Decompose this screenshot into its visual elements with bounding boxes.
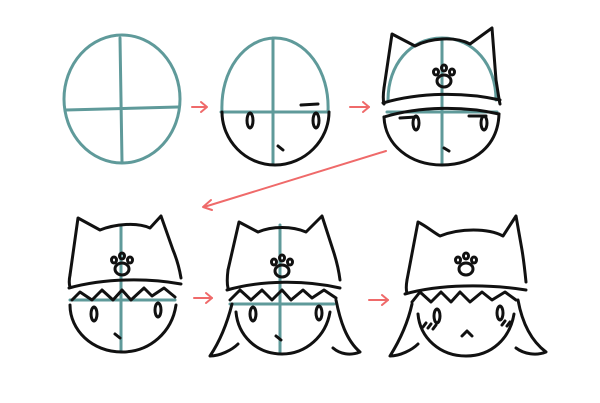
step-3-cat-hat	[381, 26, 502, 167]
arrow-step-3-to-4	[202, 150, 387, 211]
step-2-face-features	[219, 36, 331, 167]
step-1-guide-circle	[62, 33, 182, 165]
arrow-step-2-to-3	[349, 101, 370, 113]
right-hair-strand	[331, 298, 362, 356]
paw-print-icon	[110, 251, 134, 277]
left-hair-strand	[208, 302, 240, 358]
hat-with-ears	[382, 26, 502, 106]
hat-left-side	[67, 273, 72, 289]
bangs-zigzag	[228, 288, 338, 302]
bangs-zigzag	[70, 286, 177, 302]
hat-brim-top	[67, 278, 183, 290]
paw-print-icon	[454, 251, 478, 277]
vertical-guide-line	[118, 36, 124, 164]
mouth	[276, 144, 285, 152]
step-5-side-hair	[208, 214, 362, 358]
bangs-zigzag	[410, 290, 518, 304]
horizontal-guide-line	[64, 105, 180, 112]
left-eyebrow	[398, 115, 418, 120]
paw-print-icon	[432, 63, 456, 89]
arrow-step-1-to-2	[191, 101, 208, 113]
left-eye	[248, 305, 258, 323]
hat-brim-bottom	[382, 106, 501, 119]
right-blush-marks	[500, 319, 512, 328]
left-eye	[411, 114, 421, 132]
right-eye	[311, 111, 321, 130]
right-eye	[153, 301, 163, 319]
hat-left-side	[404, 278, 409, 295]
paw-print-icon	[270, 253, 294, 279]
jaw-outline	[416, 312, 516, 358]
hat-brim-top	[381, 92, 502, 105]
left-eye	[89, 305, 99, 323]
left-eye	[245, 111, 255, 130]
hat-with-ears	[405, 214, 528, 284]
jaw-outline	[382, 112, 501, 167]
head-guide-arc	[220, 36, 330, 114]
right-eye	[479, 114, 489, 132]
hat-left-side	[225, 268, 230, 290]
mouth	[442, 146, 451, 153]
mouth	[460, 329, 474, 338]
hat-brim	[225, 280, 342, 292]
hat-with-ears	[226, 214, 342, 282]
right-eye	[495, 304, 505, 322]
jaw-outline	[220, 110, 331, 167]
left-hair-strand	[388, 302, 420, 358]
right-hair-strand	[514, 298, 548, 356]
jaw-outline	[68, 303, 178, 354]
right-eye	[314, 304, 324, 322]
hat-brim	[403, 284, 528, 296]
right-eyebrow	[299, 102, 320, 107]
left-eye	[432, 307, 442, 325]
mouth	[274, 334, 283, 342]
arrow-step-4-to-5	[193, 292, 213, 304]
jaw-outline	[234, 310, 332, 356]
hat-with-ears	[68, 214, 183, 280]
arrow-step-5-to-6	[368, 294, 389, 306]
left-blush-marks	[421, 321, 438, 331]
step-6-final-drawing	[388, 214, 548, 358]
mouth	[113, 332, 122, 340]
step-4-bangs	[67, 214, 183, 354]
